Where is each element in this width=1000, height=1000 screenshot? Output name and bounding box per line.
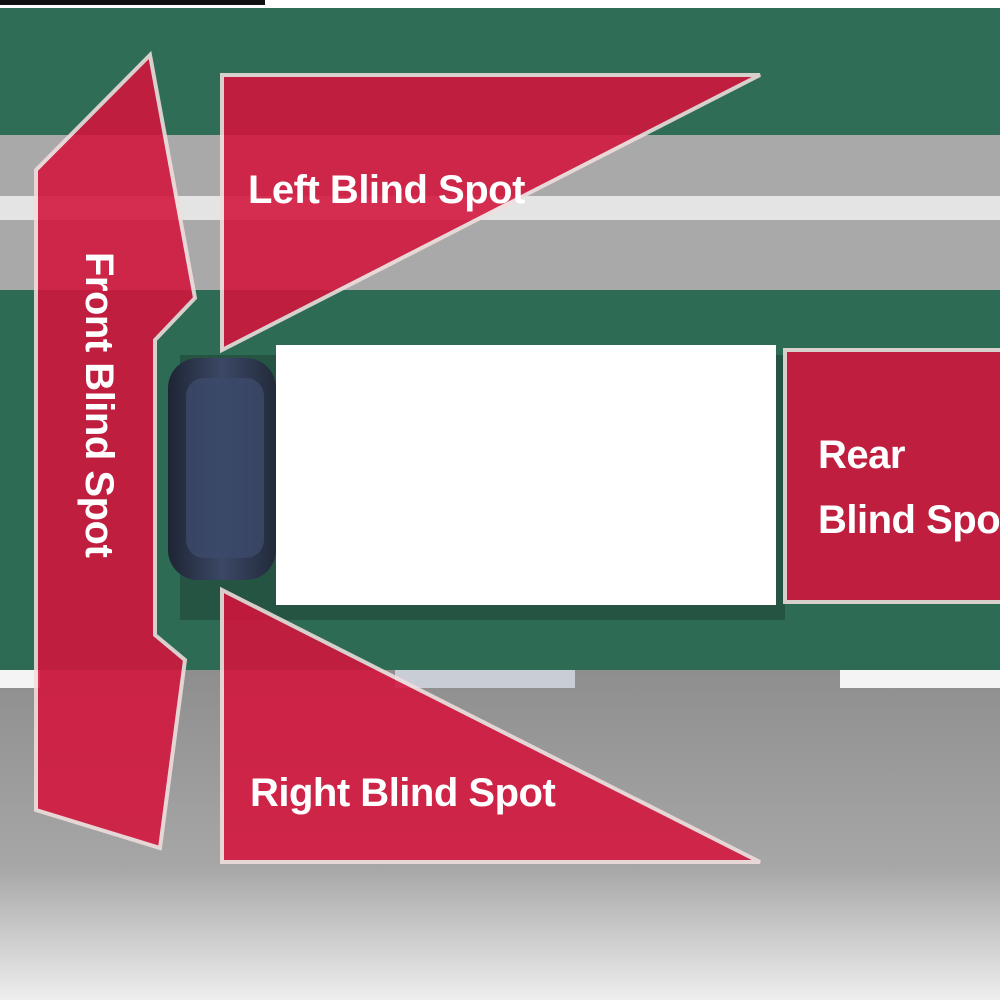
front-blind-spot-label: Front Blind Spot	[77, 252, 121, 557]
right-blind-spot-zone	[220, 586, 761, 864]
truck	[168, 345, 776, 605]
rear-blind-spot-zone	[783, 348, 1000, 604]
rear-blind-spot-label-line1: Rear	[818, 433, 905, 477]
front-blind-spot-zone	[34, 50, 198, 851]
rear-blind-spot-label-line2: Blind Spot	[818, 498, 1000, 542]
left-blind-spot-label: Left Blind Spot	[248, 168, 525, 212]
cab-roof	[186, 378, 264, 558]
lane-marking	[0, 670, 40, 688]
lane-marking	[395, 670, 575, 688]
right-blind-spot-label: Right Blind Spot	[250, 771, 555, 815]
left-blind-spot-zone	[220, 73, 761, 354]
lane-marking	[840, 670, 1000, 688]
top-edge-bar	[0, 0, 265, 5]
truck-trailer	[276, 345, 776, 605]
top-border	[0, 0, 1000, 8]
